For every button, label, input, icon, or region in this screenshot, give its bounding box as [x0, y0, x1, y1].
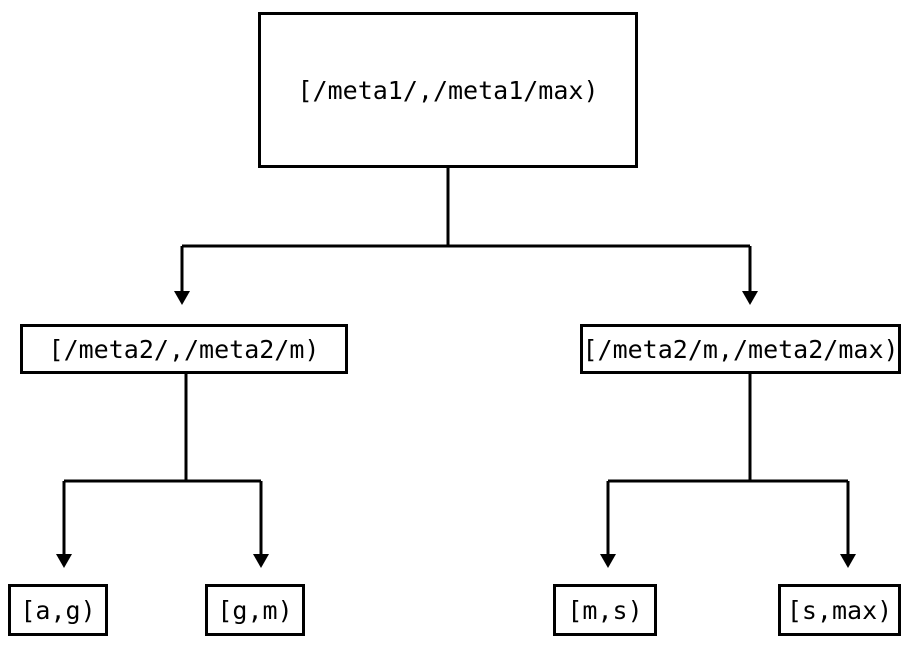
- tree-node-mid-left[interactable]: [/meta2/,/meta2/m): [20, 324, 348, 374]
- tree-node-root-label: [/meta1/,/meta1/max): [297, 75, 599, 105]
- tree-node-leaf-smax-label: [s,max): [786, 595, 893, 625]
- edge-midright-bus: [608, 374, 848, 483]
- arrowhead-icon: [600, 554, 616, 568]
- edge-root-to-mid-right: [742, 246, 758, 305]
- arrowhead-icon: [742, 291, 758, 305]
- edge-midleft-to-leaf-ag: [56, 481, 72, 568]
- edge-midright-to-leaf-smax: [840, 481, 856, 568]
- tree-node-root[interactable]: [/meta1/,/meta1/max): [258, 12, 638, 168]
- tree-node-leaf-ag[interactable]: [a,g): [8, 584, 108, 636]
- edge-root-to-mid-left: [174, 246, 190, 305]
- tree-node-leaf-gm[interactable]: [g,m): [205, 584, 305, 636]
- arrowhead-icon: [56, 554, 72, 568]
- arrowhead-icon: [174, 291, 190, 305]
- tree-node-leaf-gm-label: [g,m): [217, 595, 293, 625]
- edge-midright-to-leaf-ms: [600, 481, 616, 568]
- tree-node-leaf-ag-label: [a,g): [20, 595, 96, 625]
- edge-midleft-bus: [64, 374, 261, 483]
- tree-node-leaf-ms-label: [m,s): [567, 595, 643, 625]
- tree-node-leaf-smax[interactable]: [s,max): [778, 584, 901, 636]
- arrowhead-icon: [840, 554, 856, 568]
- edge-midleft-to-leaf-gm: [253, 481, 269, 568]
- tree-node-mid-right[interactable]: [/meta2/m,/meta2/max): [580, 324, 901, 374]
- arrowhead-icon: [253, 554, 269, 568]
- tree-node-mid-left-label: [/meta2/,/meta2/m): [48, 334, 320, 364]
- tree-node-leaf-ms[interactable]: [m,s): [553, 584, 657, 636]
- tree-node-mid-right-label: [/meta2/m,/meta2/max): [582, 334, 899, 364]
- edge-root-to-mid-bus: [182, 168, 750, 248]
